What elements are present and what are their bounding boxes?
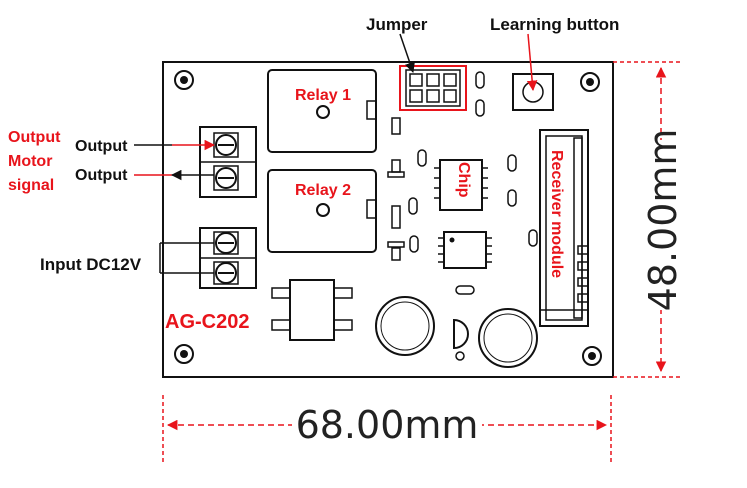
output-top-label: Output (75, 138, 128, 155)
width-dimension: 68.00mm (162, 395, 612, 465)
bridge-rectifier (271, 279, 353, 341)
small-components (387, 71, 538, 295)
height-dimension-label: 48.00mm (641, 129, 685, 312)
jumper-label: Jumper (366, 15, 428, 34)
height-dimension: 48.00mm (613, 61, 685, 378)
relay-1-label: Relay 1 (295, 87, 351, 104)
input-terminal-block (199, 227, 257, 289)
mounting-hole-icon (174, 70, 194, 90)
transistor (453, 318, 469, 350)
ic-8pin (438, 231, 492, 269)
capacitor-left (375, 296, 435, 356)
receiver-module: Receiver module (539, 129, 589, 327)
output-motor-signal-line2: Motor (8, 153, 52, 170)
model-label: AG-C202 (165, 311, 249, 333)
input-label: Input DC12V (40, 255, 142, 274)
chip-label: Chip (455, 162, 472, 198)
jumper-pointer (399, 33, 415, 73)
output-bottom-label: Output (75, 167, 128, 184)
capacitor-right (478, 308, 538, 368)
output-motor-signal-line3: signal (8, 177, 54, 194)
jumper-header (399, 65, 467, 111)
relay-2: Relay 2 (267, 169, 377, 253)
learning-button-pointer (526, 33, 538, 92)
receiver-module-label: Receiver module (548, 150, 565, 278)
output-motor-signal-line1: Output (8, 129, 61, 146)
mounting-hole-icon (580, 72, 600, 92)
learning-button-label: Learning button (490, 15, 619, 34)
width-dimension-label: 68.00mm (296, 403, 479, 447)
output-terminal-block (199, 126, 257, 198)
chip: Chip (434, 159, 488, 211)
learning-button (512, 73, 554, 111)
relay-2-label: Relay 2 (295, 182, 351, 199)
relay-1: Relay 1 (267, 69, 377, 153)
mounting-hole-icon (174, 344, 194, 364)
via (455, 351, 465, 361)
mounting-hole-icon (582, 346, 602, 366)
